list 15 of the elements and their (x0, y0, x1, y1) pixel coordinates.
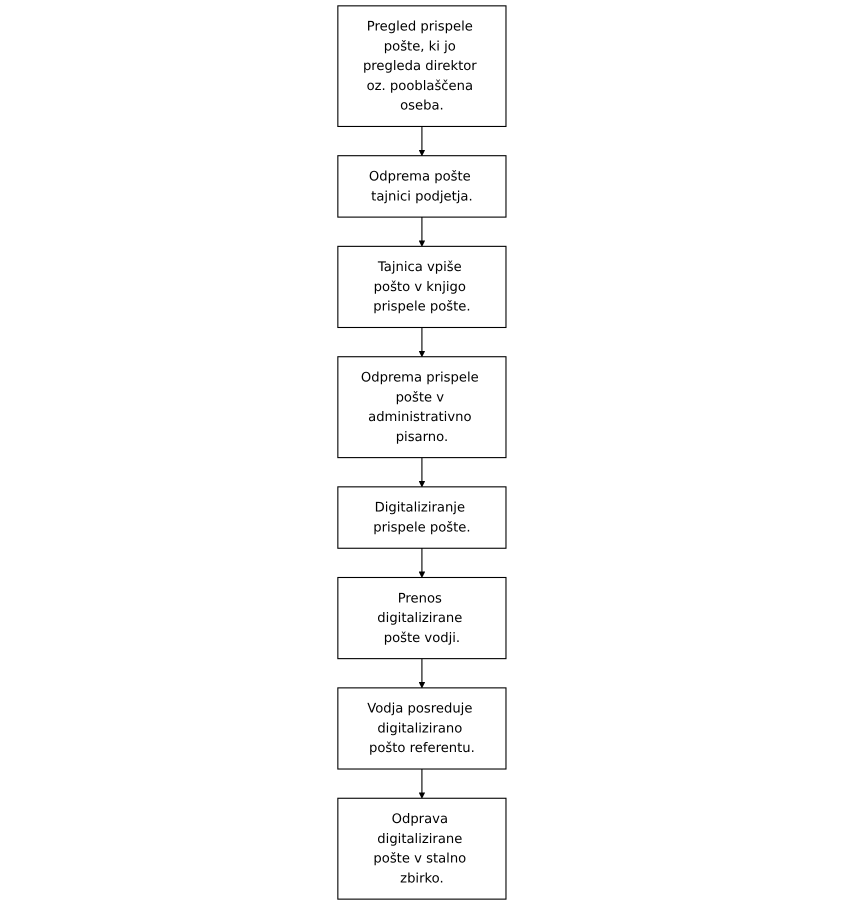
node-box: Tajnica vpiše pošto v knjigo prispele pošte. (336, 246, 506, 328)
node-box: Prenos digitalizirane pošte vodji. (336, 576, 506, 660)
arrow (418, 548, 425, 578)
node-box: Pregled prispele pošte, ki jo pregleda direktor oz. pooblaščena oseba. (336, 5, 506, 128)
arrow (418, 458, 425, 488)
node-box: Odprema prispele pošte v administrativno pisarno. (336, 356, 506, 458)
node-box: Vodja posreduje digitalizirano pošto referentu. (336, 687, 506, 770)
arrow (418, 126, 425, 156)
arrow (418, 328, 425, 358)
node-box: Odprava digitalizirane pošte v stalno zbirko. (336, 798, 506, 900)
arrow (418, 658, 425, 688)
arrow (418, 769, 425, 799)
arrow (418, 217, 425, 247)
node-box: Odprema pošte tajnici podjetja. (336, 155, 506, 218)
node-box: Digitaliziranje prispele pošte. (336, 486, 506, 549)
